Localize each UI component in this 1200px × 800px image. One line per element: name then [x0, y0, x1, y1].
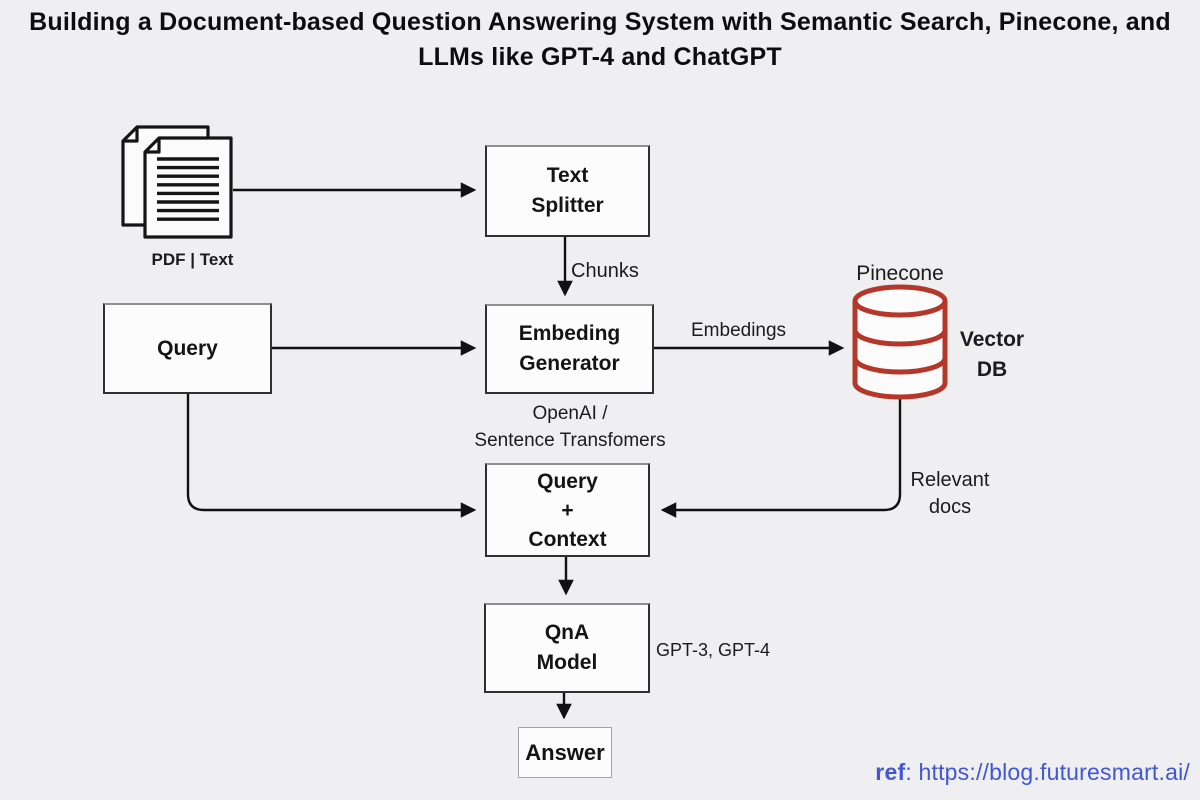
- embeddings-label: Embedings: [691, 320, 787, 341]
- chunks-label: Chunks: [571, 260, 639, 282]
- text-splitter-box: Text Splitter: [485, 145, 650, 237]
- source-label: PDF | Text: [151, 250, 234, 269]
- qna-model-box: QnA Model: [484, 603, 650, 693]
- ref-url: : https://blog.futuresmart.ai/: [905, 759, 1190, 785]
- query-box: Query: [103, 303, 272, 394]
- documents-icon: [121, 125, 233, 239]
- qna-model-sublabel: GPT-3, GPT-4: [656, 640, 771, 660]
- ref-prefix: ref: [875, 759, 906, 785]
- reference-link[interactable]: ref: https://blog.futuresmart.ai/: [875, 759, 1190, 786]
- answer-box: Answer: [518, 727, 612, 778]
- database-cylinder-icon: [852, 284, 948, 400]
- embedding-provider-label: OpenAI / Sentence Transfomers: [474, 403, 666, 451]
- arrow-vectordb-to-context: [660, 399, 902, 518]
- query-context-box: Query + Context: [485, 463, 650, 557]
- vector-db-label: Vector DB: [959, 328, 1025, 381]
- page-title: Building a Document-based Question Answe…: [29, 8, 1171, 71]
- embedding-generator-box: Embeding Generator: [485, 304, 654, 394]
- relevant-docs-label: Relevant docs: [910, 469, 990, 518]
- arrow-query-to-context: [186, 394, 477, 518]
- pinecone-label: Pinecone: [856, 262, 944, 285]
